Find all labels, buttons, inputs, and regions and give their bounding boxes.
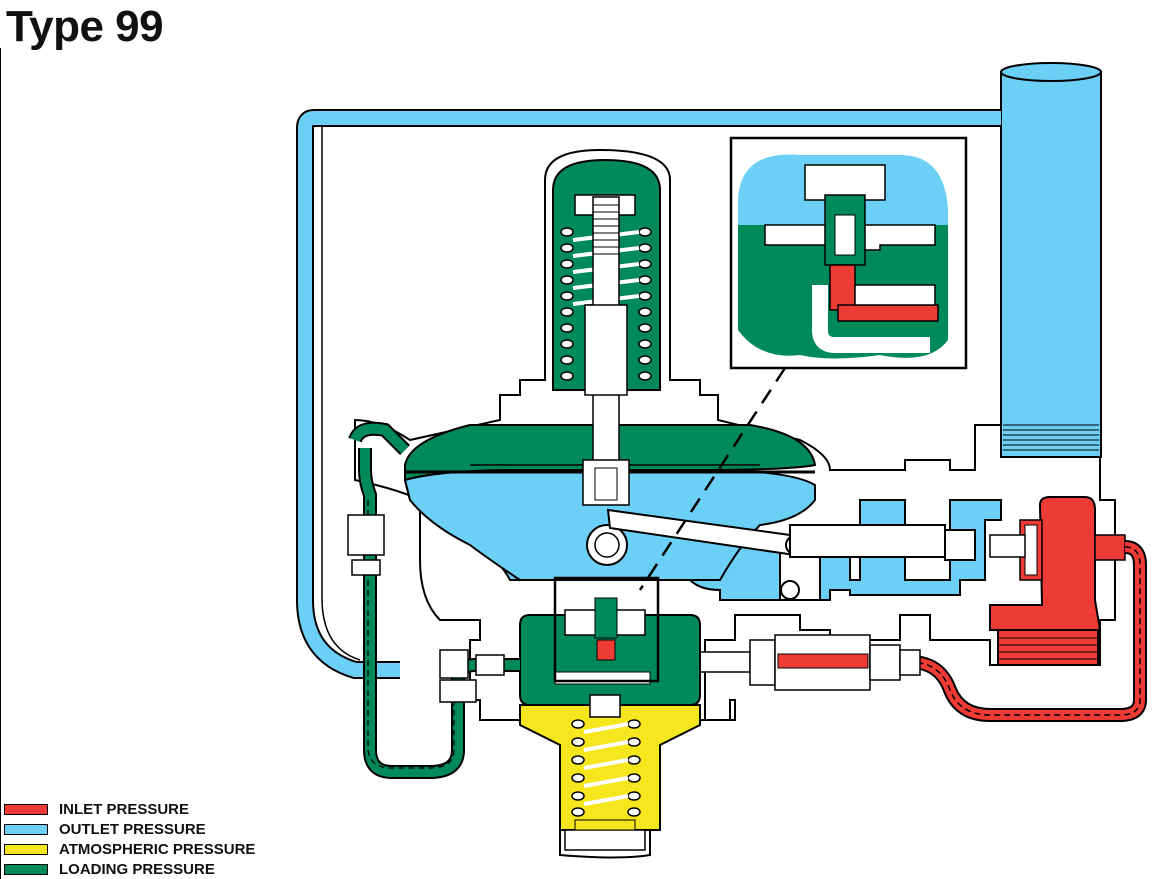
legend-swatch-outlet (4, 823, 48, 835)
legend-label: LOADING PRESSURE (59, 860, 215, 878)
pilot-detail-box (553, 576, 660, 683)
legend-swatch-atmospheric (4, 843, 48, 855)
legend-swatch-loading (4, 863, 48, 875)
legend-item-atmospheric: ATMOSPHERIC PRESSURE (4, 839, 255, 859)
legend-item-loading: LOADING PRESSURE (4, 859, 255, 879)
outlet-pipe (1000, 62, 1102, 458)
legend-label: OUTLET PRESSURE (59, 820, 206, 838)
pilot-detail-inset (729, 136, 968, 370)
pilot-spring-case (519, 694, 701, 851)
legend-item-inlet: INLET PRESSURE (4, 799, 255, 819)
valve-stem (582, 196, 630, 566)
legend-label: ATMOSPHERIC PRESSURE (59, 840, 256, 858)
pilot-assembly (519, 597, 701, 706)
legend-swatch-inlet (4, 803, 48, 815)
detail-callout-line (638, 367, 787, 591)
legend: INLET PRESSURE OUTLET PRESSURE ATMOSPHER… (4, 799, 255, 879)
page-title: Type 99 (6, 2, 164, 51)
legend-label: INLET PRESSURE (59, 800, 190, 818)
legend-item-outlet: OUTLET PRESSURE (4, 819, 255, 839)
inlet-valve-body (989, 496, 1102, 666)
left-border-rule (0, 48, 1, 879)
